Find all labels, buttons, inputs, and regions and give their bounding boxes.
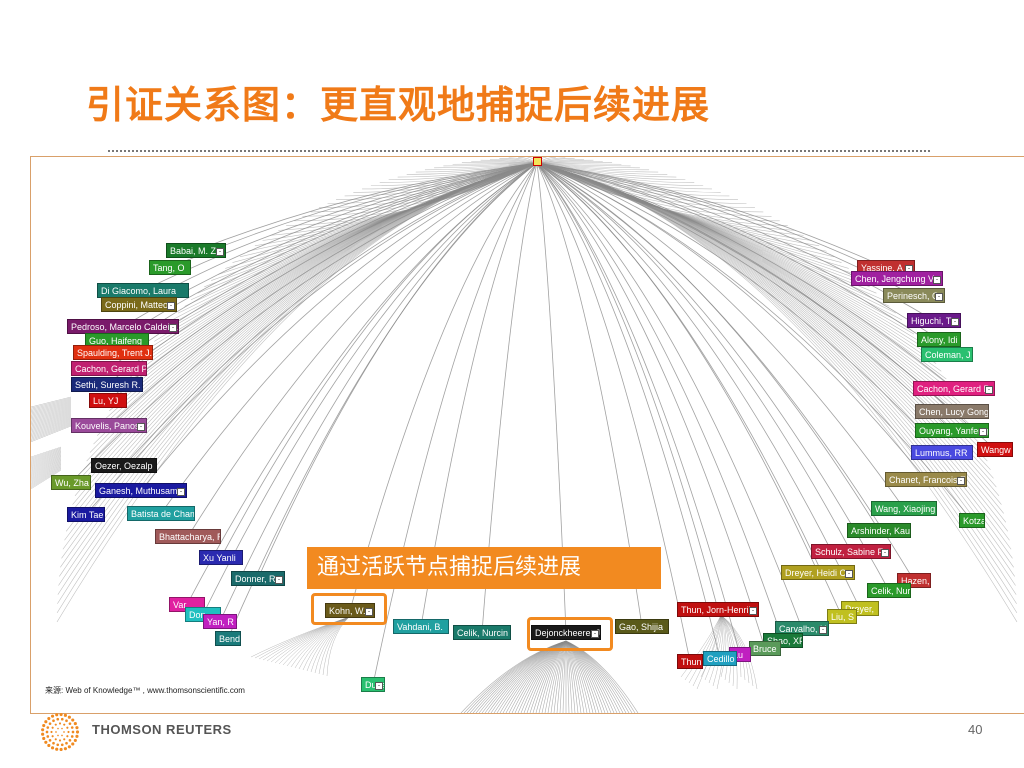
node-schulz[interactable]: Schulz, Sabine F.- (811, 544, 891, 559)
node-coppini[interactable]: Coppini, Matteo- (101, 297, 177, 312)
citation-map-figure: Babai, M. Z.- Tang, O Di Giacomo, Laura … (30, 156, 1024, 714)
expand-icon[interactable]: - (933, 276, 941, 284)
expand-icon[interactable]: - (591, 630, 599, 638)
node-babai[interactable]: Babai, M. Z.- (166, 243, 226, 258)
thomson-reuters-logo-icon (41, 712, 80, 752)
node-liu[interactable]: Liu, S (827, 609, 857, 624)
node-sethi[interactable]: Sethi, Suresh R. (71, 377, 143, 392)
node-ouyang[interactable]: Ouyang, Yanfeng- (915, 423, 989, 438)
expand-icon[interactable]: - (845, 570, 853, 578)
expand-icon[interactable]: - (749, 607, 757, 615)
node-thun-short[interactable]: Thun (677, 654, 703, 669)
highlight-kohn (311, 593, 387, 625)
expand-icon[interactable]: - (935, 293, 943, 301)
expand-icon[interactable]: - (167, 302, 175, 310)
expand-icon[interactable]: - (216, 248, 224, 256)
expand-icon[interactable]: - (819, 626, 827, 634)
highlight-dejonckheere (527, 617, 613, 651)
expand-icon[interactable]: - (979, 428, 987, 436)
node-pedroso[interactable]: Pedroso, Marcelo Caldeira- (67, 319, 179, 334)
node-celik-nur[interactable]: Celik, Nur (867, 583, 911, 598)
node-arshinder[interactable]: Arshinder, Kaur (847, 523, 911, 538)
callout-active-nodes: 通过活跃节点捕捉后续进展 (307, 547, 661, 589)
expand-icon[interactable]: - (365, 608, 373, 616)
node-chanet[interactable]: Chanet, Francois F- (885, 472, 967, 487)
node-chen-lucy[interactable]: Chen, Lucy Gongt (915, 404, 989, 419)
node-gao[interactable]: Gao, Shijia (615, 619, 669, 634)
node-alony[interactable]: Alony, Idi (917, 332, 961, 347)
expand-icon[interactable]: - (375, 682, 383, 690)
node-dutta[interactable]: Dutta- (361, 677, 385, 692)
node-kotza[interactable]: Kotza (959, 513, 985, 528)
node-dejonckheere[interactable]: Dejonckheere, J.- (531, 625, 601, 640)
node-vahdani[interactable]: Vahdani, B. (393, 619, 449, 634)
node-coleman[interactable]: Coleman, J (921, 347, 973, 362)
node-bhattacharya[interactable]: Bhattacharya, R (155, 529, 221, 544)
node-xu-yanli[interactable]: Xu Yanli (199, 550, 243, 565)
expand-icon[interactable]: - (275, 576, 283, 584)
source-note: 来源: Web of Knowledge™ , www.thomsonscien… (45, 686, 245, 695)
node-spaulding[interactable]: Spaulding, Trent J. (73, 345, 153, 360)
node-oezer[interactable]: Oezer, Oezalp (91, 458, 157, 473)
page-number: 40 (968, 722, 983, 737)
slide-title: 引证关系图：更直观地捕捉后续进展 (86, 83, 711, 127)
node-wangw[interactable]: Wangw (977, 442, 1013, 457)
node-celik-nurcin[interactable]: Celik, Nurcin (453, 625, 511, 640)
node-donner[interactable]: Donner, R.- (231, 571, 285, 586)
title-divider (108, 150, 930, 152)
node-batista[interactable]: Batista de Cham (127, 506, 195, 521)
node-kohn[interactable]: Kohn, W.- (325, 603, 375, 618)
expand-icon[interactable]: - (957, 477, 965, 485)
node-dreyer-heidi[interactable]: Dreyer, Heidi C.- (781, 565, 855, 580)
node-lummus[interactable]: Lummus, RR (911, 445, 973, 460)
node-perinesch[interactable]: Perinesch, C- (883, 288, 945, 303)
node-thun-jorn[interactable]: Thun, Jorn-Henrik- (677, 602, 759, 617)
node-bend[interactable]: Bend (215, 631, 241, 646)
root-node[interactable] (533, 157, 542, 166)
node-chen-jengchung[interactable]: Chen, Jengchung V- (851, 271, 943, 286)
node-tang[interactable]: Tang, O (149, 260, 191, 275)
node-cedillo[interactable]: Cedillo (703, 651, 737, 666)
node-cachon-left[interactable]: Cachon, Gerard P. (71, 361, 147, 376)
expand-icon[interactable]: - (985, 386, 993, 394)
footer-brand: THOMSON REUTERS (92, 722, 232, 737)
citation-map-edges (31, 157, 1018, 713)
expand-icon[interactable]: - (169, 324, 177, 332)
node-kim[interactable]: Kim Tae (67, 507, 105, 522)
node-cachon-right[interactable]: Cachon, Gerard P.- (913, 381, 995, 396)
node-wu[interactable]: Wu, Zha (51, 475, 91, 490)
node-lu-yj[interactable]: Lu, YJ (89, 393, 127, 408)
node-wang-xiaojing[interactable]: Wang, Xiaojing (871, 501, 937, 516)
node-kouvelis[interactable]: Kouvelis, Panos- (71, 418, 147, 433)
node-bruce[interactable]: Bruce (749, 641, 781, 656)
node-ganesh[interactable]: Ganesh, Muthusamy- (95, 483, 187, 498)
expand-icon[interactable]: - (951, 318, 959, 326)
node-yan[interactable]: Yan, R (203, 614, 237, 629)
expand-icon[interactable]: - (177, 488, 185, 496)
node-higuchi[interactable]: Higuchi, T- (907, 313, 961, 328)
expand-icon[interactable]: - (881, 549, 889, 557)
expand-icon[interactable]: - (137, 423, 145, 431)
node-di-giacomo[interactable]: Di Giacomo, Laura (97, 283, 189, 298)
